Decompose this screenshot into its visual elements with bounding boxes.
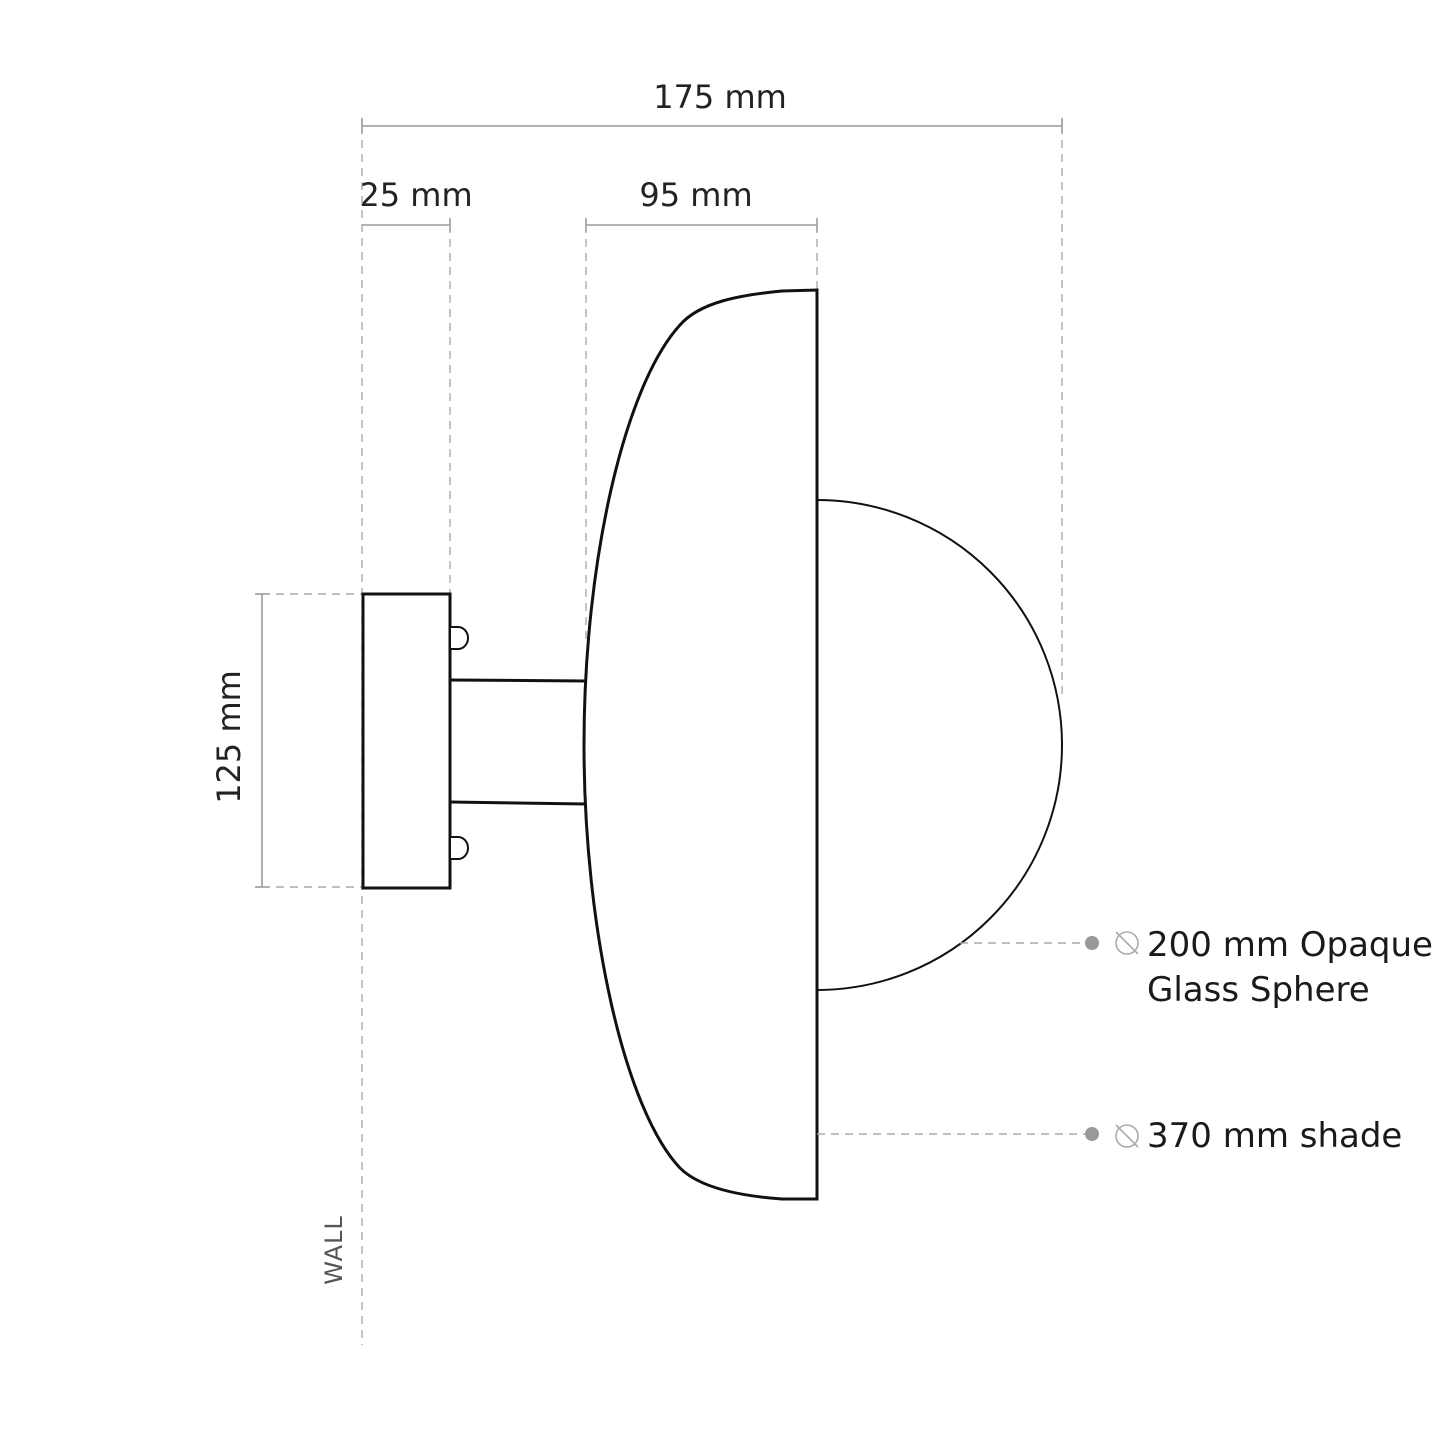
wall-label: WALL [320,1215,348,1285]
shade-callout-dot [1085,1127,1099,1141]
shade-depth-dimension: 95 mm [585,176,818,232]
overall-width-dimension: 175 mm [361,78,1063,134]
diameter-symbol-icon [1115,931,1139,955]
shade [582,288,819,1201]
backplate [361,592,469,890]
shade-depth-label: 95 mm [639,176,752,214]
sphere-callout-line2: Glass Sphere [1147,970,1370,1010]
sphere-callout-line1: 200 mm Opaque [1147,925,1433,965]
backplate-height-label: 125 mm [210,670,248,804]
sphere-callout-dot [1085,936,1099,950]
shade-callout-label: 370 mm shade [1147,1116,1402,1156]
overall-width-label: 175 mm [653,78,787,116]
diameter-symbol-icon [1115,1124,1139,1148]
glass-sphere [816,499,1063,991]
backplate-height-dimension: 125 mm [210,593,362,888]
sphere-callout: 200 mm Opaque Glass Sphere [960,925,1433,1010]
shade-callout: 370 mm shade [817,1116,1402,1156]
backplate-depth-label: 25 mm [359,176,472,214]
backplate-depth-dimension: 25 mm [359,176,473,232]
arm [449,678,587,806]
